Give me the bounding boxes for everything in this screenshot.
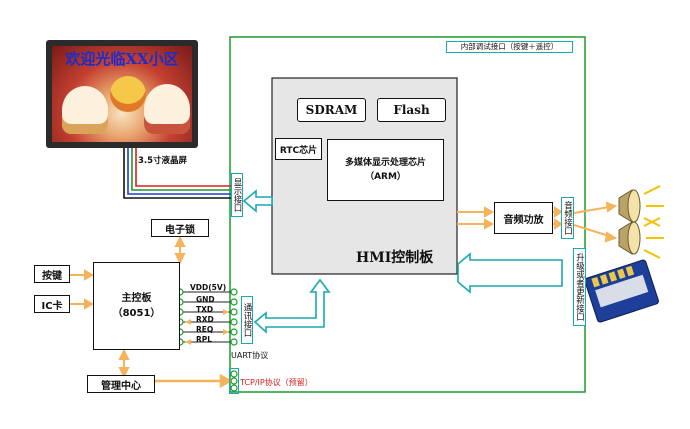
mgmt-arrow <box>118 348 130 379</box>
signal-rpl: RPL <box>196 335 213 344</box>
lcd-caption: 3.5寸液晶屏 <box>138 156 188 166</box>
commport-pins <box>230 288 238 346</box>
electronic-lock: 电子锁 <box>151 219 209 237</box>
tcp-ip-label: TCP/IP协议（预留） <box>240 378 313 387</box>
signal-gnd: GND <box>196 295 215 304</box>
arm-processor: 多媒体显示处理芯片 （ARM） <box>327 139 444 201</box>
hmi-to-amp-arrows <box>457 206 495 230</box>
comm-port: 通讯接口 <box>241 296 253 344</box>
tcp-port <box>229 368 239 394</box>
display-arrow <box>242 189 273 213</box>
comm-arrow <box>253 278 331 334</box>
debug-port: 内部调试接口（按键＋遥控） <box>446 41 573 53</box>
rtc-chip: RTC芯片 <box>275 138 322 160</box>
tcpport-pins <box>230 370 238 392</box>
elock-arrow <box>174 235 186 265</box>
lcd-welcome-text: 欢迎光临XX小区 <box>65 50 179 68</box>
signal-vdd: VDD(5V) <box>190 283 227 292</box>
input-arrows <box>70 269 95 310</box>
uart-label: UART协议 <box>231 351 269 360</box>
audio-port: 音频接口 <box>561 197 574 239</box>
management-center: 管理中心 <box>87 375 155 393</box>
main-board-mcu: （8051） <box>112 308 161 319</box>
upgrade-port: 升级或者更新接口 <box>573 248 586 326</box>
sd-card-icon <box>584 259 659 323</box>
dessert-right <box>144 84 190 134</box>
sdram-chip: SDRAM <box>297 98 366 122</box>
lcd-monitor: 欢迎光临XX小区 <box>46 40 198 148</box>
flash-chip: Flash <box>377 98 446 122</box>
dessert-center <box>110 76 146 112</box>
hmi-board-title: HMI控制板 <box>356 250 434 266</box>
system-frame <box>229 36 586 393</box>
upgrade-arrow <box>457 252 563 294</box>
port-to-speaker-arrows <box>573 201 618 243</box>
audio-amplifier: 音频功放 <box>494 202 553 234</box>
dessert-left <box>62 86 108 134</box>
tcp-arrow <box>155 373 233 389</box>
lcd-screen: 欢迎光临XX小区 <box>52 46 192 142</box>
speaker-top-icon <box>618 185 664 227</box>
speaker-bottom-icon <box>618 217 664 259</box>
signal-txd: TXD <box>196 305 214 314</box>
ic-card-reader: IC卡 <box>34 295 70 313</box>
signal-req: REQ <box>196 325 214 334</box>
keypad: 按键 <box>34 265 70 283</box>
amp-to-port-arrows <box>553 206 563 230</box>
signal-arrowheads <box>185 309 229 345</box>
signal-rxd: RXD <box>196 315 214 324</box>
display-port: 显示接口 <box>231 173 243 217</box>
main-control-board: 主控板 （8051） <box>93 262 180 350</box>
main-board-name: 主控板 <box>121 293 152 304</box>
lcd-wires <box>123 146 233 199</box>
